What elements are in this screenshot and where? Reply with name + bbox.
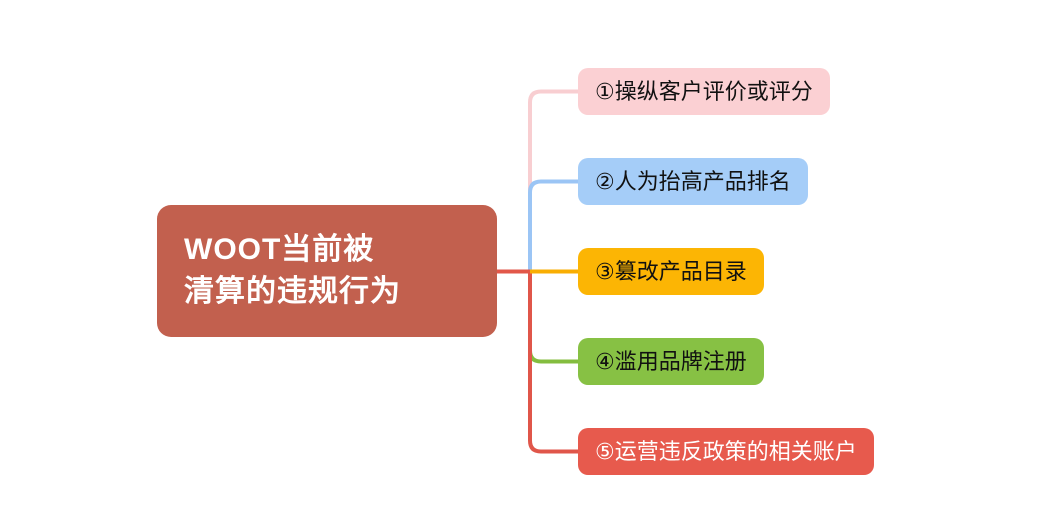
branch-label: ④滥用品牌注册 — [595, 349, 747, 374]
branch-label: ③篡改产品目录 — [595, 259, 747, 284]
branch-node[interactable]: ⑤运营违反政策的相关账户 — [578, 428, 874, 475]
branch-label: ①操纵客户评价或评分 — [595, 79, 813, 104]
branch-node[interactable]: ①操纵客户评价或评分 — [578, 68, 830, 115]
root-topic-label-line1: WOOT当前被 — [184, 233, 375, 266]
branch-node[interactable]: ④滥用品牌注册 — [578, 338, 764, 385]
root-topic-node[interactable]: WOOT当前被 清算的违规行为 — [157, 205, 497, 337]
branch-node[interactable]: ②人为抬高产品排名 — [578, 158, 808, 205]
branch-node[interactable]: ③篡改产品目录 — [578, 248, 764, 295]
branch-label: ⑤运营违反政策的相关账户 — [595, 439, 857, 464]
root-topic-label-line2: 清算的违规行为 — [184, 275, 401, 308]
branch-label: ②人为抬高产品排名 — [595, 169, 791, 194]
